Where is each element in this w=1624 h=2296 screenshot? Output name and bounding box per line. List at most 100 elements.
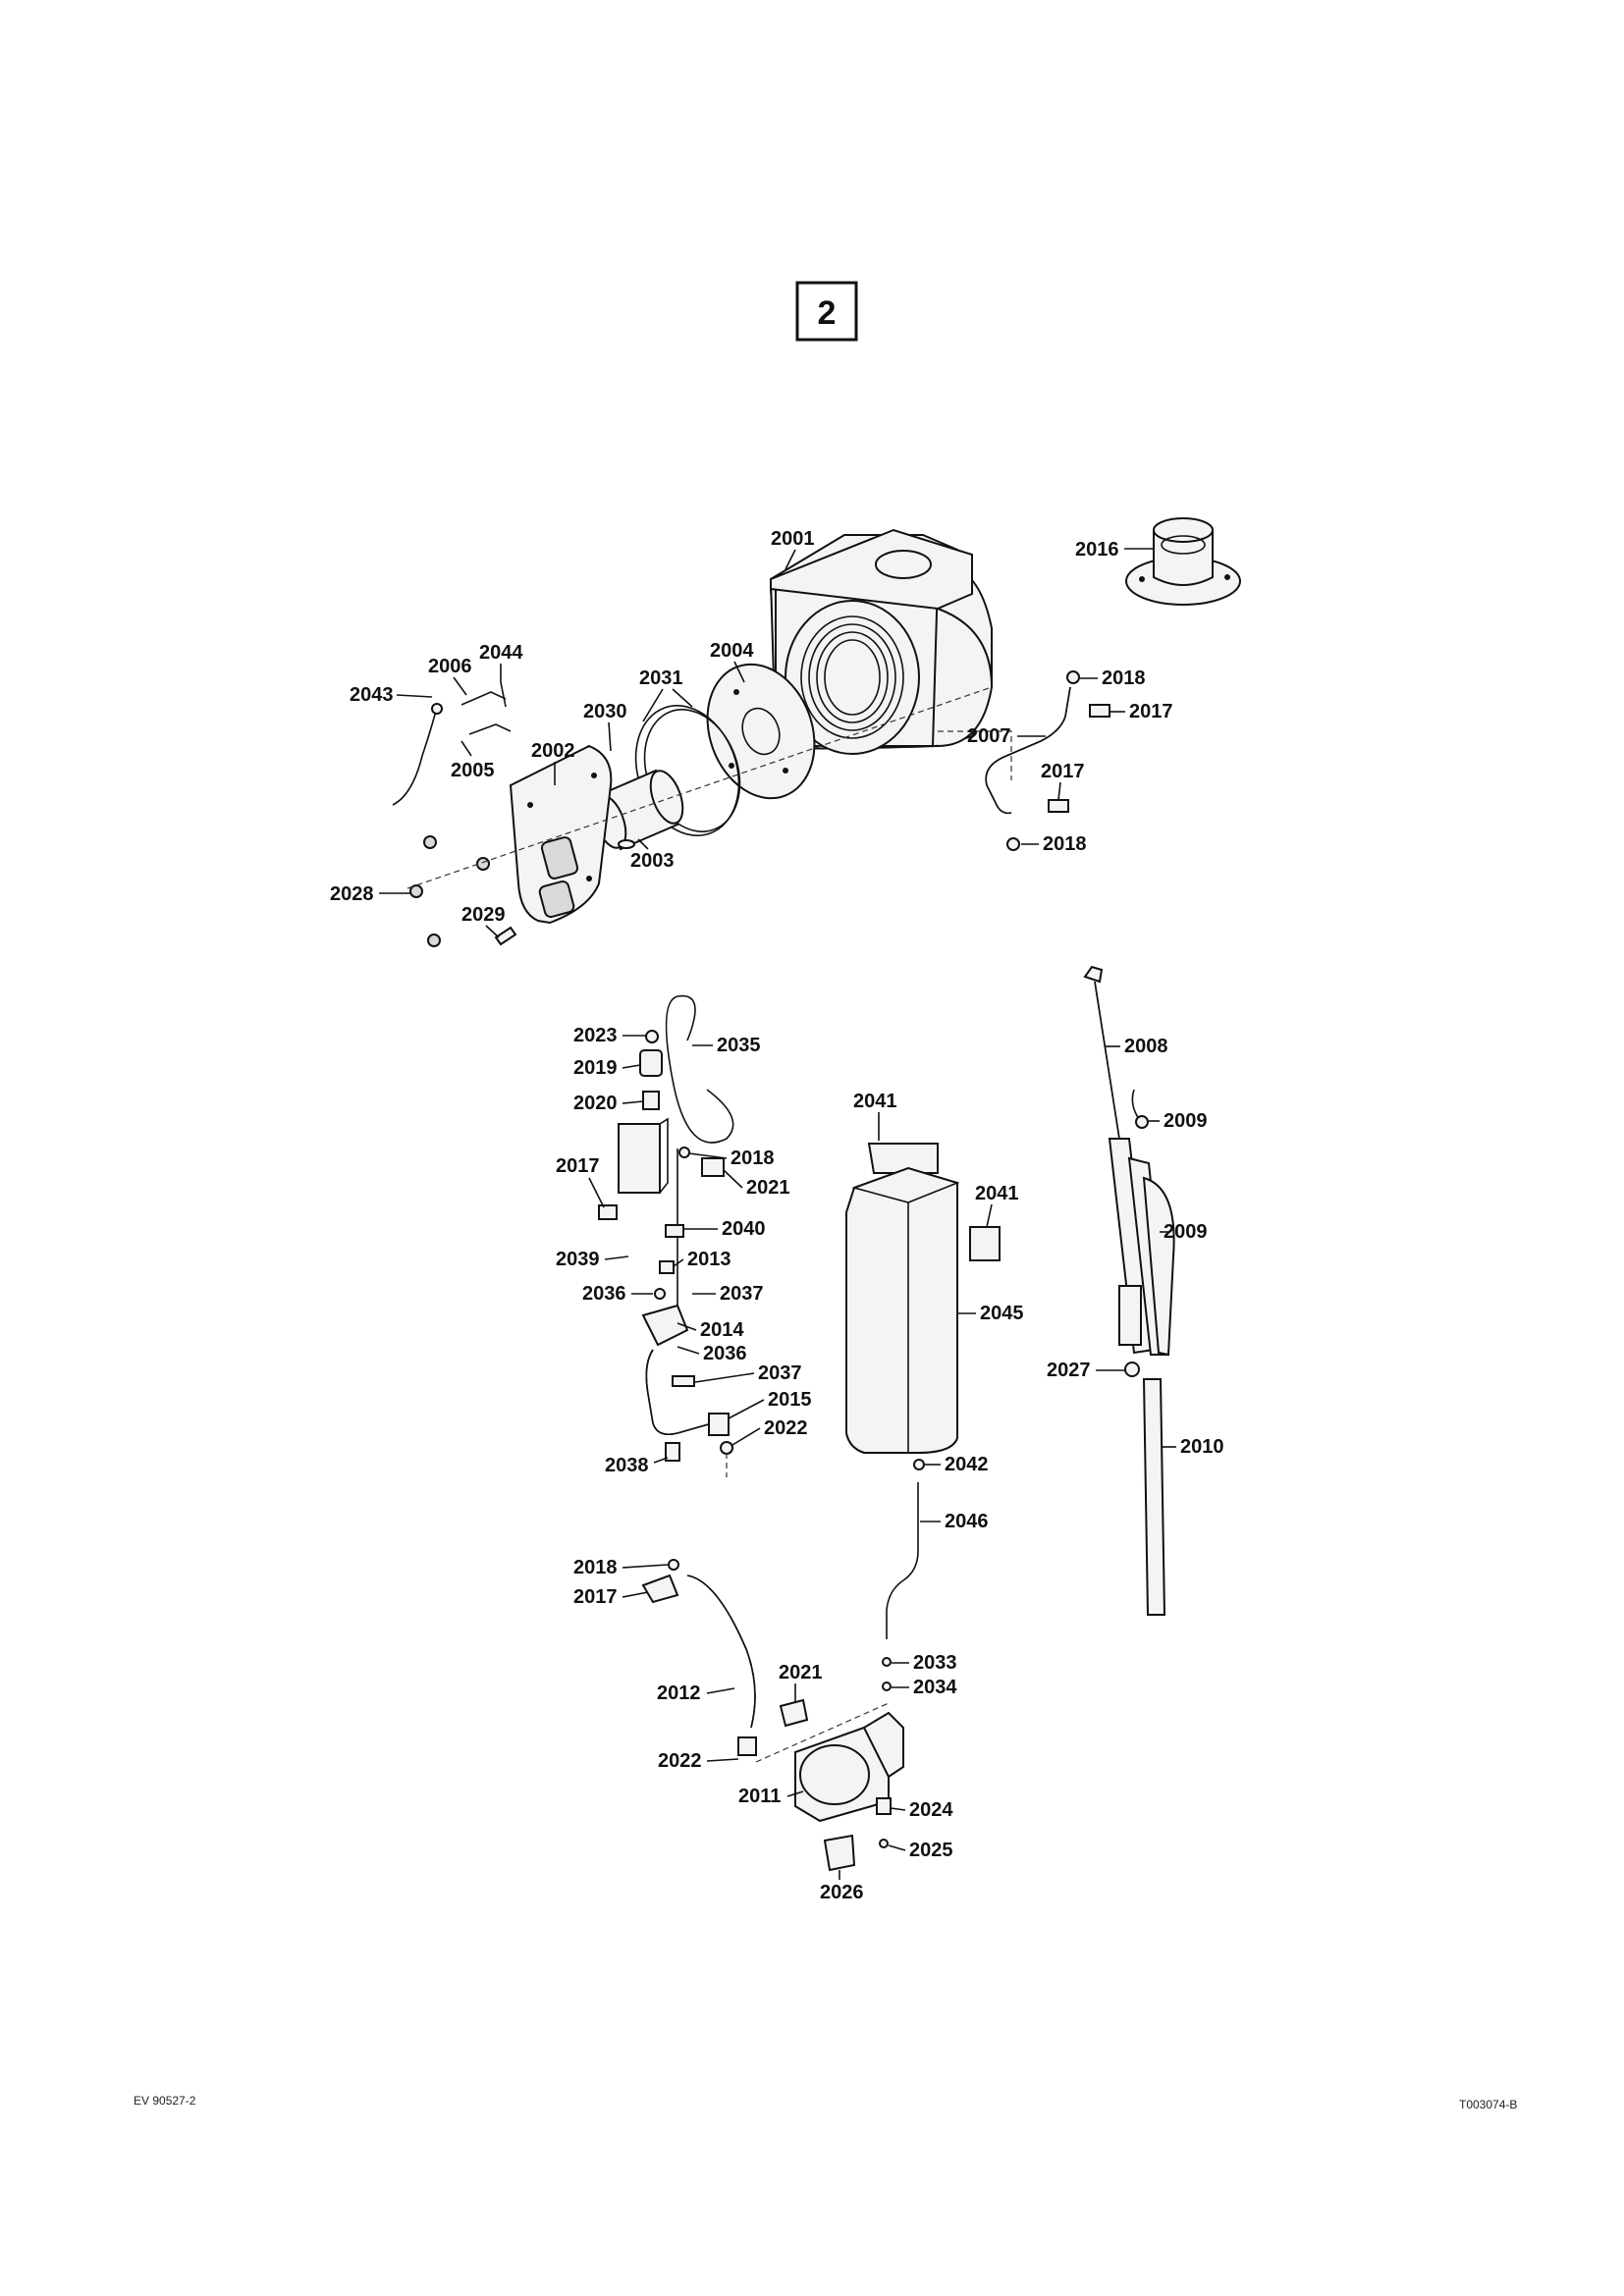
burner-door <box>509 744 613 925</box>
svg-text:2035: 2035 <box>717 1035 761 1056</box>
callout-2044: 2044 <box>479 642 523 682</box>
heat-exchanger-assembly <box>392 517 1241 947</box>
callout-2042: 2042 <box>925 1454 989 1475</box>
callout-2023: 2023 <box>573 1025 646 1046</box>
callout-2030: 2030 <box>583 701 627 752</box>
callout-2025: 2025 <box>888 1840 953 1861</box>
section-number-box: 2 <box>795 281 858 342</box>
callout-2041a: 2041 <box>853 1091 897 1141</box>
svg-text:2023: 2023 <box>573 1025 618 1046</box>
door-nuts <box>409 835 517 947</box>
callout-2007: 2007 <box>967 725 1046 747</box>
svg-text:2006: 2006 <box>428 656 472 677</box>
svg-text:2002: 2002 <box>531 740 575 762</box>
svg-text:2005: 2005 <box>451 760 495 781</box>
callout-2040: 2040 <box>683 1218 766 1240</box>
svg-text:2036: 2036 <box>703 1343 747 1364</box>
svg-text:2018: 2018 <box>1043 833 1087 855</box>
callout-2013: 2013 <box>673 1249 731 1270</box>
callout-2002: 2002 <box>531 740 575 785</box>
svg-text:2017: 2017 <box>573 1586 618 1608</box>
callout-2036b: 2036 <box>677 1343 747 1364</box>
svg-text:2046: 2046 <box>945 1511 989 1532</box>
svg-text:2036: 2036 <box>582 1283 626 1305</box>
svg-text:2017: 2017 <box>1041 761 1085 782</box>
svg-text:2013: 2013 <box>687 1249 731 1270</box>
callout-2018c: 2018 <box>688 1148 775 1169</box>
callout-2003: 2003 <box>630 838 675 872</box>
svg-text:2038: 2038 <box>605 1455 649 1476</box>
callout-2026: 2026 <box>820 1870 864 1903</box>
svg-text:2018: 2018 <box>731 1148 775 1169</box>
ignition-electrodes <box>392 681 512 806</box>
footer-left-code: EV 90527-2 <box>134 2094 196 2108</box>
pump-assembly <box>641 1559 904 1872</box>
expansion-vessel <box>845 1143 1001 1691</box>
callout-2008: 2008 <box>1105 1036 1168 1057</box>
callout-2022a: 2022 <box>731 1417 808 1446</box>
callout-2017b: 2017 <box>1041 761 1085 801</box>
svg-text:2037: 2037 <box>758 1362 802 1384</box>
svg-text:2018: 2018 <box>573 1557 618 1578</box>
callout-2017a: 2017 <box>1110 701 1173 722</box>
callout-2035: 2035 <box>692 1035 761 1056</box>
svg-text:2045: 2045 <box>980 1303 1024 1324</box>
callout-2031: 2031 <box>639 667 693 722</box>
callout-2024: 2024 <box>890 1799 953 1821</box>
callout-2038: 2038 <box>605 1455 669 1476</box>
footer-right-code: T003074-B <box>1459 2098 1518 2111</box>
svg-text:2041: 2041 <box>975 1183 1019 1204</box>
svg-text:2009: 2009 <box>1164 1110 1208 1132</box>
callout-2016: 2016 <box>1075 539 1154 561</box>
gasket-plate <box>706 663 816 800</box>
svg-text:2010: 2010 <box>1180 1436 1224 1458</box>
callout-2009a: 2009 <box>1149 1110 1208 1132</box>
svg-text:2039: 2039 <box>556 1249 600 1270</box>
flue-adapter <box>1125 517 1241 606</box>
callout-2005: 2005 <box>451 740 495 781</box>
svg-text:2004: 2004 <box>710 640 754 662</box>
svg-text:2003: 2003 <box>630 850 675 872</box>
callout-2001: 2001 <box>771 528 815 570</box>
svg-text:2029: 2029 <box>461 904 506 926</box>
callout-2021b: 2021 <box>779 1662 823 1703</box>
svg-text:2017: 2017 <box>556 1155 600 1177</box>
callout-2014: 2014 <box>677 1319 744 1341</box>
heat-exchanger-body <box>770 528 994 755</box>
callout-2018d: 2018 <box>573 1557 669 1578</box>
callout-2039: 2039 <box>556 1249 629 1270</box>
callout-2037b: 2037 <box>694 1362 802 1384</box>
callout-2004: 2004 <box>710 640 754 683</box>
svg-text:2019: 2019 <box>573 1057 618 1079</box>
callout-2027: 2027 <box>1047 1360 1125 1381</box>
svg-text:2040: 2040 <box>722 1218 766 1240</box>
svg-text:2020: 2020 <box>573 1093 618 1114</box>
callout-2017d: 2017 <box>573 1586 649 1608</box>
callout-2006: 2006 <box>428 656 472 696</box>
svg-text:2033: 2033 <box>913 1652 957 1674</box>
svg-text:2037: 2037 <box>720 1283 764 1305</box>
callout-2041b: 2041 <box>975 1183 1019 1228</box>
callout-2009b: 2009 <box>1160 1221 1208 1243</box>
section-number: 2 <box>818 294 837 332</box>
callout-2028: 2028 <box>330 883 410 905</box>
callout-2019: 2019 <box>573 1057 641 1079</box>
svg-text:2017: 2017 <box>1129 701 1173 722</box>
svg-text:2031: 2031 <box>639 667 683 689</box>
callout-2036a: 2036 <box>582 1283 653 1305</box>
callout-2010: 2010 <box>1163 1436 1224 1458</box>
gas-valve-assembly <box>598 994 734 1477</box>
callout-2046: 2046 <box>920 1511 989 1532</box>
svg-text:2018: 2018 <box>1102 667 1146 689</box>
svg-text:2027: 2027 <box>1047 1360 1091 1381</box>
callout-2012: 2012 <box>657 1682 735 1704</box>
svg-text:2001: 2001 <box>771 528 815 550</box>
callout-2017c: 2017 <box>556 1155 605 1208</box>
svg-text:2042: 2042 <box>945 1454 989 1475</box>
callout-2021a: 2021 <box>723 1169 790 1199</box>
callout-2020: 2020 <box>573 1093 644 1114</box>
return-pipe-2007 <box>938 670 1110 851</box>
right-pipe-assembly <box>1083 965 1175 1616</box>
svg-text:2014: 2014 <box>700 1319 744 1341</box>
